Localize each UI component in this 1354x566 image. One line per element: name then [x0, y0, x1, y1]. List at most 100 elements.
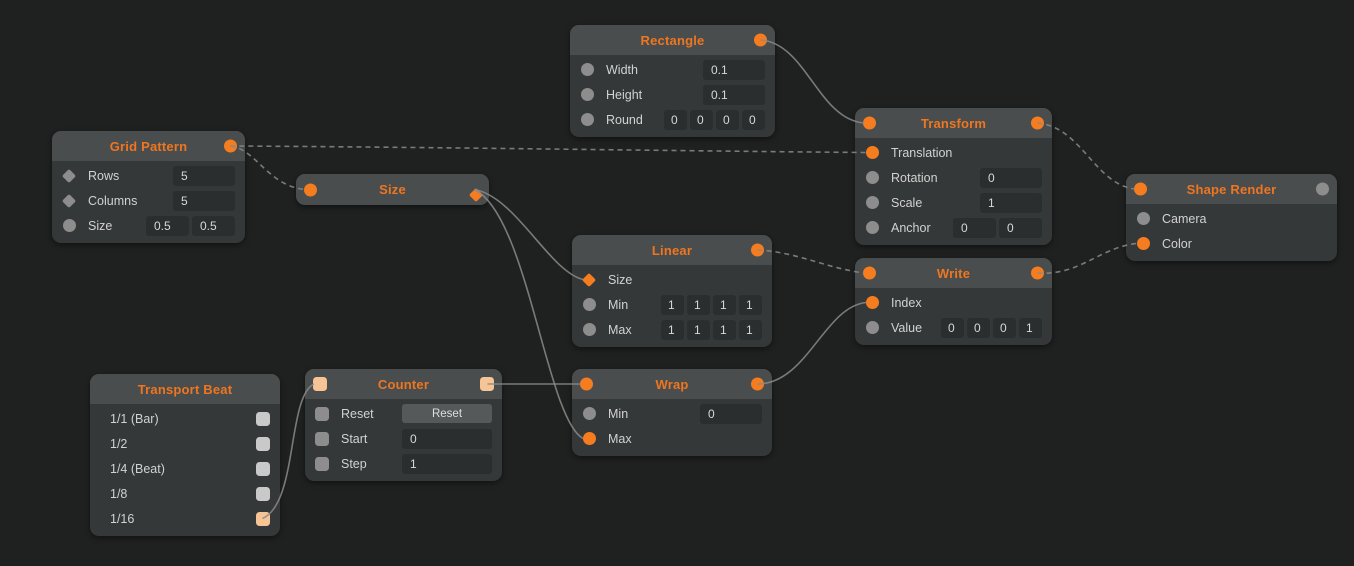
output-port[interactable]	[1031, 116, 1044, 130]
value-field[interactable]: 1	[661, 319, 684, 340]
node-counter[interactable]: Counter Reset Reset Start 0 Step 1	[305, 369, 502, 481]
port-row-color[interactable]: Color	[1126, 231, 1337, 256]
port-row-min[interactable]: Min 0	[572, 401, 772, 426]
value-field[interactable]: 0	[967, 317, 990, 338]
value-field[interactable]: 1	[739, 319, 762, 340]
output-port[interactable]	[754, 33, 767, 47]
value-field[interactable]: 0.5	[192, 215, 235, 236]
port-row-beat[interactable]: 1/4 (Beat)	[90, 456, 280, 481]
node-shape-render-header[interactable]: Shape Render	[1126, 174, 1337, 204]
output-port[interactable]	[751, 243, 764, 257]
node-linear-header[interactable]: Linear	[572, 235, 772, 265]
node-transform[interactable]: Transform Translation Rotation 0 Scale 1…	[855, 108, 1052, 245]
value-field[interactable]: 0.5	[146, 215, 189, 236]
input-port[interactable]	[865, 171, 879, 184]
node-rectangle[interactable]: Rectangle Width 0.1 Height 0.1 Round 0 0…	[570, 25, 775, 137]
reset-button[interactable]: Reset	[402, 404, 492, 423]
value-field[interactable]: 0	[993, 317, 1016, 338]
value-field[interactable]: 1	[687, 294, 710, 315]
input-port[interactable]	[865, 146, 879, 159]
port-row-eighth[interactable]: 1/8	[90, 481, 280, 506]
input-port[interactable]	[62, 219, 76, 232]
node-wrap-header[interactable]: Wrap	[572, 369, 772, 399]
input-port[interactable]	[863, 266, 876, 280]
port-row-step[interactable]: Step 1	[305, 451, 502, 476]
input-port[interactable]	[580, 113, 594, 126]
input-port[interactable]	[582, 407, 596, 420]
wire-rectangle-to-transform[interactable]	[760, 39, 865, 124]
value-field[interactable]: 0.1	[703, 59, 765, 80]
node-transport-beat[interactable]: Transport Beat 1/1 (Bar) 1/2 1/4 (Beat) …	[90, 374, 280, 536]
port-row-rows[interactable]: Rows 5	[52, 163, 245, 188]
output-port[interactable]	[1031, 266, 1044, 280]
input-port[interactable]	[313, 377, 327, 391]
input-port[interactable]	[315, 431, 329, 446]
input-port[interactable]	[61, 193, 77, 208]
port-row-half[interactable]: 1/2	[90, 431, 280, 456]
value-field[interactable]: 0	[664, 109, 687, 130]
input-port[interactable]	[865, 321, 879, 334]
port-row-value[interactable]: Value 0 0 0 1	[855, 315, 1052, 340]
value-field[interactable]: 0	[980, 167, 1042, 188]
value-field[interactable]: 1	[687, 319, 710, 340]
input-port[interactable]	[1136, 212, 1150, 225]
value-field[interactable]: 1	[713, 319, 736, 340]
wire-write-to-shaperender-color[interactable]	[1037, 242, 1138, 274]
port-row-size[interactable]: Size 0.5 0.5	[52, 213, 245, 238]
port-row-scale[interactable]: Scale 1	[855, 190, 1052, 215]
wire-gridpattern-to-transform-translation[interactable]	[230, 145, 867, 154]
port-row-sixteenth[interactable]: 1/16	[90, 506, 280, 531]
value-field[interactable]: 0	[953, 217, 996, 238]
value-field[interactable]: 1	[661, 294, 684, 315]
input-port[interactable]	[863, 116, 876, 130]
node-rectangle-header[interactable]: Rectangle	[570, 25, 775, 55]
node-transform-header[interactable]: Transform	[855, 108, 1052, 138]
input-port[interactable]	[865, 296, 879, 309]
value-field[interactable]: 1	[713, 294, 736, 315]
port-row-max[interactable]: Max	[572, 426, 772, 451]
output-port[interactable]	[1316, 182, 1329, 196]
wire-wrap-to-write-index[interactable]	[757, 301, 867, 385]
value-field[interactable]: 0	[402, 428, 492, 449]
node-grid-pattern-header[interactable]: Grid Pattern	[52, 131, 245, 161]
node-write-header[interactable]: Write	[855, 258, 1052, 288]
port-row-anchor[interactable]: Anchor 0 0	[855, 215, 1052, 240]
node-shape-render[interactable]: Shape Render Camera Color	[1126, 174, 1337, 261]
node-size[interactable]: Size	[296, 174, 489, 205]
value-field[interactable]: 0	[742, 109, 765, 130]
port-row-size[interactable]: Size	[572, 267, 772, 292]
input-port[interactable]	[61, 168, 77, 183]
value-field[interactable]: 0	[700, 403, 762, 424]
port-row-reset[interactable]: Reset Reset	[305, 401, 502, 426]
value-field[interactable]: 0	[716, 109, 739, 130]
input-port[interactable]	[315, 406, 329, 421]
wire-linear-to-write[interactable]	[757, 249, 865, 274]
node-wrap[interactable]: Wrap Min 0 Max	[572, 369, 772, 456]
output-port[interactable]	[468, 187, 484, 202]
value-field[interactable]: 0	[999, 217, 1042, 238]
node-write[interactable]: Write Index Value 0 0 0 1	[855, 258, 1052, 345]
node-linear[interactable]: Linear Size Min 1 1 1 1 Max	[572, 235, 772, 347]
port-row-height[interactable]: Height 0.1	[570, 82, 775, 107]
port-row-width[interactable]: Width 0.1	[570, 57, 775, 82]
port-row-bar[interactable]: 1/1 (Bar)	[90, 406, 280, 431]
output-port[interactable]	[751, 377, 764, 391]
value-field[interactable]: 0.1	[703, 84, 765, 105]
input-port[interactable]	[865, 221, 879, 234]
wire-transform-to-shaperender[interactable]	[1037, 122, 1136, 190]
input-port[interactable]	[304, 183, 317, 196]
node-size-header[interactable]: Size	[296, 174, 489, 205]
port-row-rotation[interactable]: Rotation 0	[855, 165, 1052, 190]
wire-size-to-linear-size[interactable]	[474, 188, 584, 281]
output-port[interactable]	[256, 436, 270, 451]
node-counter-header[interactable]: Counter	[305, 369, 502, 399]
input-port[interactable]	[581, 272, 597, 287]
input-port[interactable]	[582, 323, 596, 336]
output-port[interactable]	[256, 486, 270, 501]
port-row-min[interactable]: Min 1 1 1 1	[572, 292, 772, 317]
port-row-columns[interactable]: Columns 5	[52, 188, 245, 213]
input-port[interactable]	[582, 298, 596, 311]
port-row-index[interactable]: Index	[855, 290, 1052, 315]
input-port[interactable]	[865, 196, 879, 209]
